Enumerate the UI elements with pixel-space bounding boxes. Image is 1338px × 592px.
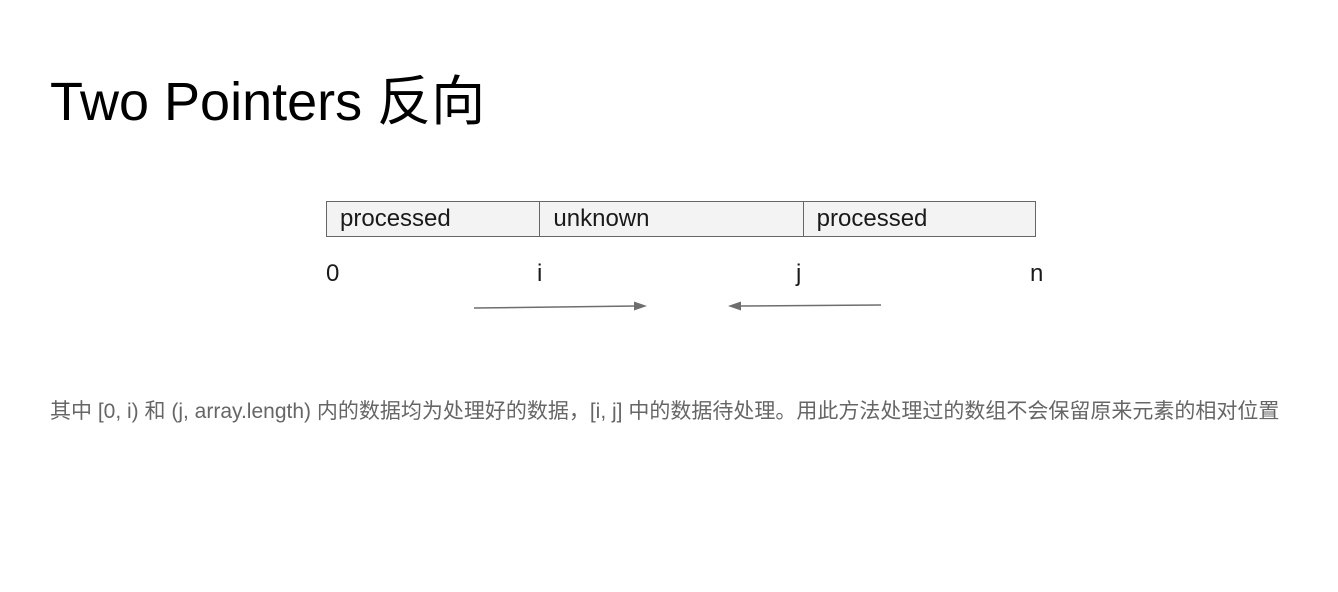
index-label-n: n xyxy=(1030,260,1044,287)
segment-processed-left: processed xyxy=(340,205,451,232)
array-bar: processed unknown processed xyxy=(326,201,1036,237)
segment-unknown: unknown xyxy=(539,202,802,236)
index-label-j: j xyxy=(796,260,802,287)
index-label-0: 0 xyxy=(326,260,340,287)
slide-title: Two Pointers 反向 xyxy=(50,72,486,132)
arrow-right-icon xyxy=(473,301,647,311)
index-label-i: i xyxy=(537,260,543,287)
arrow-left-icon xyxy=(728,301,882,311)
segment-processed-right: processed xyxy=(802,202,1035,236)
caption-text: 其中 [0, i) 和 (j, array.length) 内的数据均为处理好的… xyxy=(50,400,1280,423)
